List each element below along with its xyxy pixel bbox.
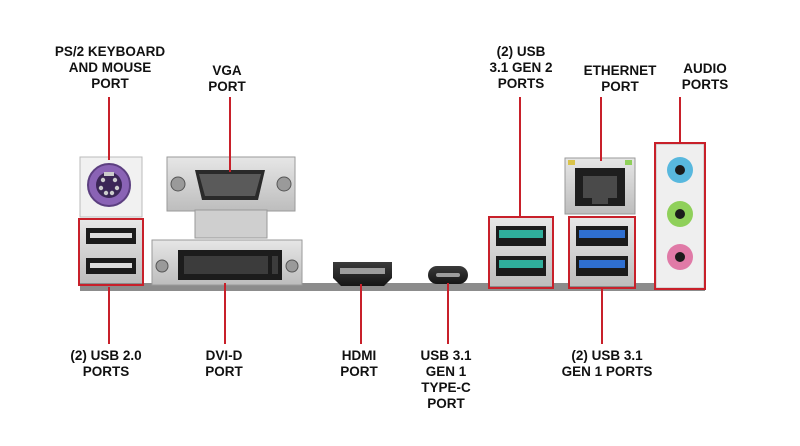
hdmi-label: HDMI PORT [340,348,378,379]
ps2-label: PS/2 KEYBOARD AND MOUSE PORT [54,44,166,91]
dvid-port [151,239,303,286]
usb31-gen2-leader-line [519,97,521,217]
ethernet-port [564,157,636,215]
audio-highlight [654,142,706,290]
ps2-leader-line [108,97,110,160]
usb31-gen1-leader-line [601,289,603,344]
typec-leader-line [447,283,449,344]
hdmi-port [333,262,392,286]
dvid-label: DVI-D PORT [205,348,243,379]
dvid-leader-line [224,283,226,344]
audio-leader-line [679,97,681,143]
vga-leader-line [229,97,231,172]
typec-label: USB 3.1 GEN 1 TYPE-C PORT [420,348,472,411]
ps2-port [79,156,143,218]
io-shield-plate [80,283,705,291]
vga-label: VGA PORT [208,63,246,94]
usb31-gen2-highlight [488,216,554,289]
vga-port [166,156,296,239]
usb31-gen2-label: (2) USB 3.1 GEN 2 PORTS [489,44,553,91]
audio-label: AUDIO PORTS [681,61,729,92]
usb20-leader-line [108,287,110,344]
usb31-gen1-highlight [568,216,636,289]
ethernet-leader-line [600,97,602,161]
usb-type-c-port [428,266,468,284]
hdmi-leader-line [360,284,362,344]
usb31-gen1-ports [570,218,634,286]
usb20-ports [80,220,142,283]
audio-jacks [655,143,705,289]
usb31-gen1-label: (2) USB 3.1 GEN 1 PORTS [561,348,653,379]
usb20-label: (2) USB 2.0 PORTS [70,348,142,379]
usb20-highlight [78,218,144,286]
usb31-gen2-ports [490,218,552,286]
ethernet-label: ETHERNET PORT [583,63,657,94]
